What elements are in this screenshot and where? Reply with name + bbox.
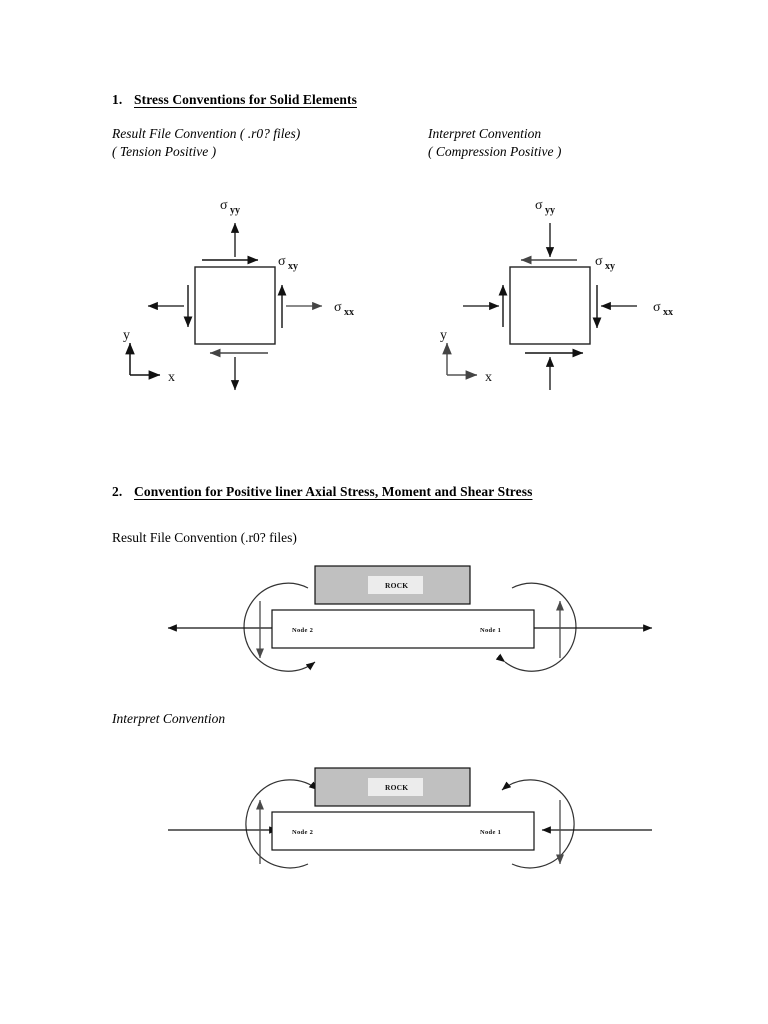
element-square [509, 266, 591, 345]
section-1-right-caption-line2: ( Compression Positive ) [428, 144, 562, 159]
sigma-xy-subscript: xy [288, 261, 298, 272]
element-square [194, 266, 276, 345]
stress-element-tension-diagram: σ yy σ xy σ xx y x [110, 185, 410, 405]
section-1-left-caption-line1: Result File Convention ( .r0? files) [112, 126, 301, 141]
sigma-xy-label: σ [595, 254, 603, 269]
liner-figure-result-convention: ROCK Node 2 Node 1 [160, 558, 660, 698]
axis-indicator: y x [440, 328, 492, 385]
axis-y-label: y [440, 328, 447, 343]
node-label-right: Node 1 [480, 829, 501, 836]
section-2-title: Convention for Positive liner Axial Stre… [134, 484, 533, 499]
sigma-xy-subscript: xy [605, 261, 615, 272]
section-2-number: 2. [112, 484, 123, 499]
node-label-right: Node 1 [480, 627, 501, 634]
axis-y-label: y [123, 328, 130, 343]
rock-label: ROCK [385, 783, 408, 792]
section-1-number: 1. [112, 92, 123, 107]
sigma-yy-label: σ [535, 198, 543, 213]
sigma-xx-label: σ [334, 300, 342, 315]
rock-label-highlight [368, 576, 423, 594]
rock-label-highlight [368, 778, 423, 796]
moment-arc-left [245, 779, 319, 869]
section-1-left-caption-line2: ( Tension Positive ) [112, 144, 217, 159]
section-1-title: Stress Conventions for Solid Elements [134, 92, 357, 107]
rock-label: ROCK [385, 581, 408, 590]
section-1-heading: 1. Stress Conventions for Solid Elements [112, 92, 357, 108]
section-2-heading: 2. Convention for Positive liner Axial St… [112, 484, 532, 500]
node-label-left: Node 2 [292, 829, 313, 836]
liner-figure-interpret-convention: ROCK Node 2 Node 1 [160, 760, 660, 900]
node-label-left: Node 2 [292, 627, 313, 634]
axis-indicator: y x [123, 328, 175, 385]
sigma-xx-subscript: xx [344, 307, 354, 318]
section-1-right-caption-line1: Interpret Convention [428, 126, 542, 141]
sigma-xy-label: σ [278, 254, 286, 269]
liner-bar [271, 609, 535, 649]
axis-x-label: x [168, 370, 175, 385]
moment-arc-right [501, 779, 575, 869]
section-2-top-caption: Result File Convention (.r0? files) [112, 530, 297, 545]
liner-bar [271, 811, 535, 851]
moment-arc-left [243, 582, 316, 672]
sigma-yy-subscript: yy [230, 205, 240, 216]
moment-arc-right [495, 582, 577, 672]
section-2-bottom-caption: Interpret Convention [112, 711, 226, 726]
sigma-xx-label: σ [653, 300, 661, 315]
sigma-xx-subscript: xx [663, 307, 673, 318]
sigma-yy-subscript: yy [545, 205, 555, 216]
sigma-yy-label: σ [220, 198, 228, 213]
stress-element-compression-diagram: σ yy σ xy σ xx y x [425, 185, 725, 405]
axis-x-label: x [485, 370, 492, 385]
